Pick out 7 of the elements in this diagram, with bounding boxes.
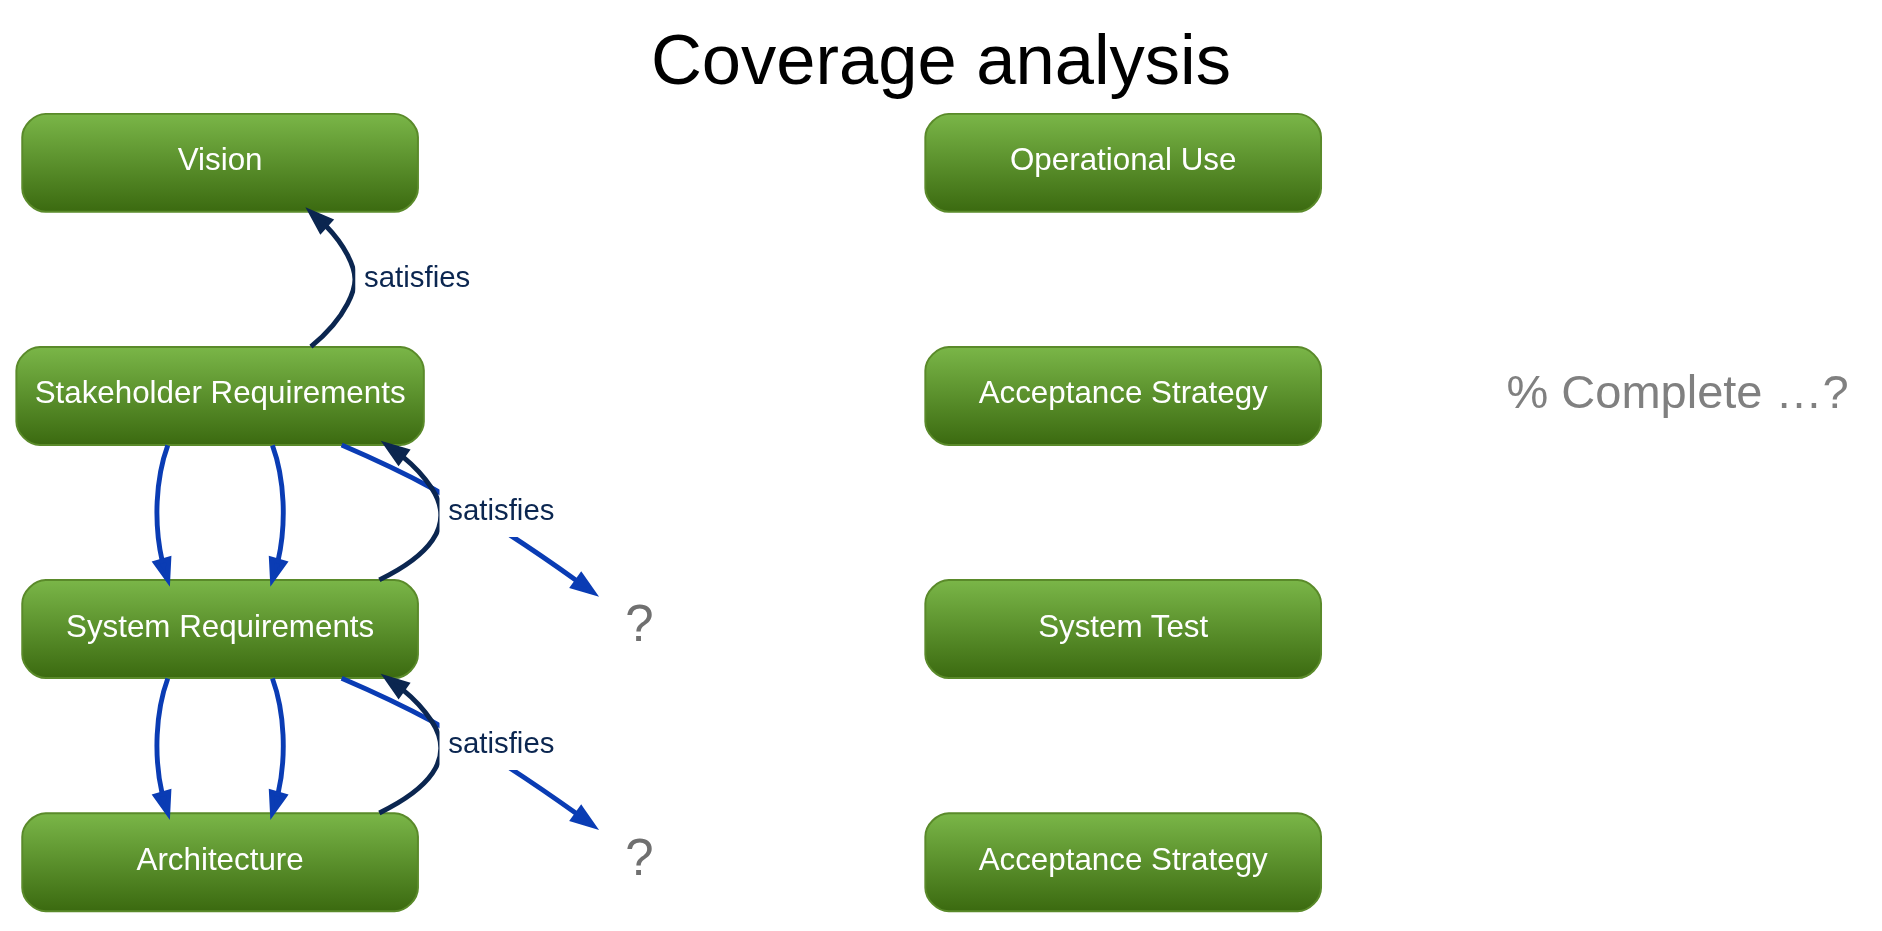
edge-label: satisfies — [448, 726, 555, 760]
label: % Complete …? — [1506, 365, 1849, 419]
node-text: ? — [625, 828, 654, 886]
edge-label: satisfies — [364, 260, 471, 294]
edge-label: satisfies — [448, 493, 555, 527]
diagram-title: Coverage analysis — [650, 20, 1232, 100]
node-text: ? — [625, 595, 654, 653]
